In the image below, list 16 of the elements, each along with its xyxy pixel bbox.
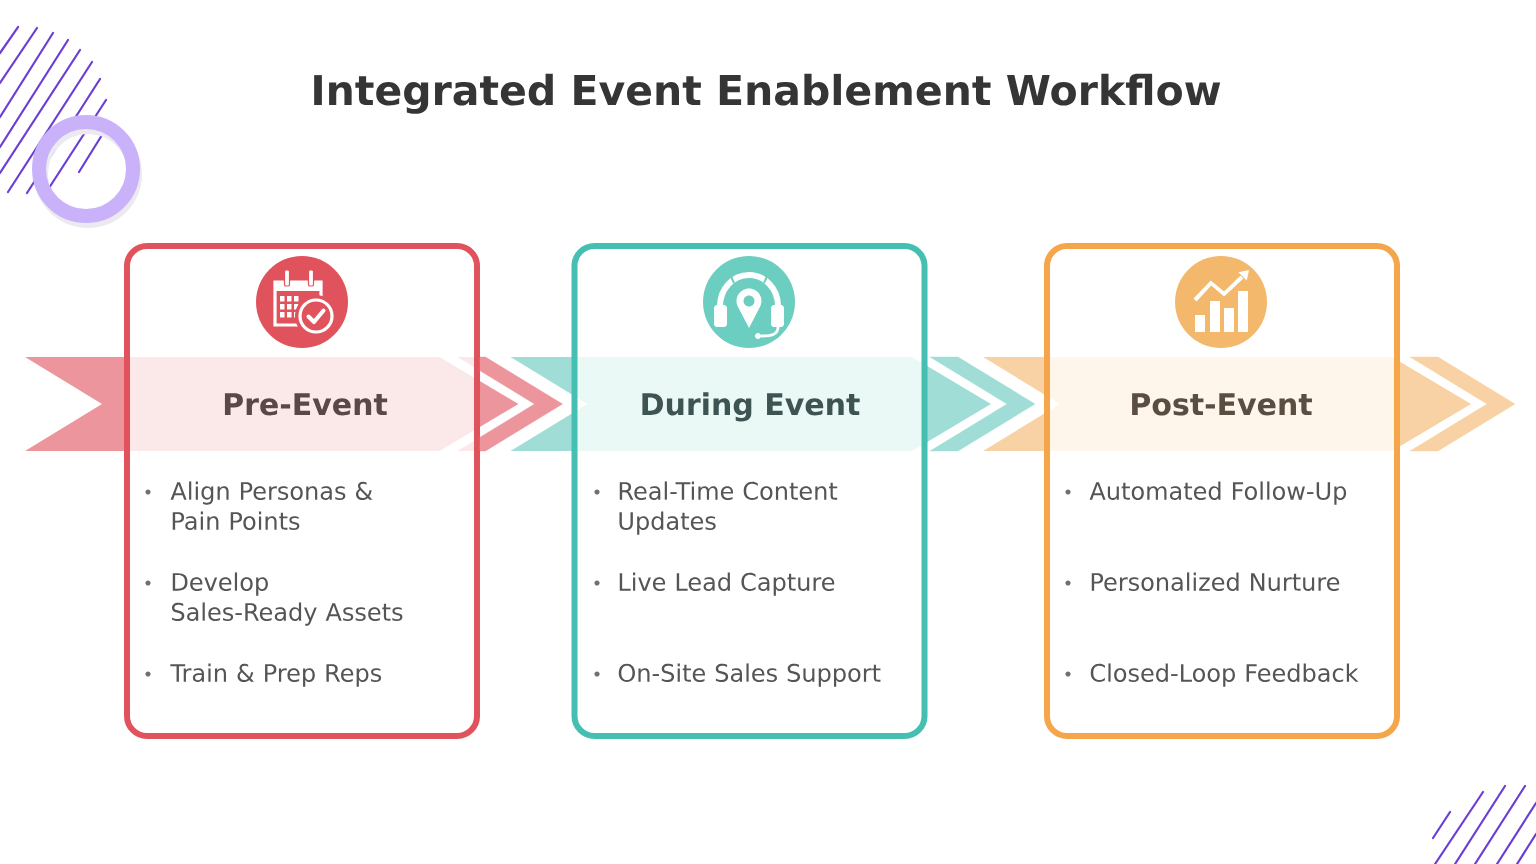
- bullet-text: Real-Time Content Updates: [619, 481, 838, 535]
- bullet-text: Develop Sales-Ready Assets: [172, 572, 403, 626]
- bullet-text: Automated Follow-Up: [1089, 481, 1347, 505]
- bullet-text: Align Personas & Pain Points: [170, 481, 373, 530]
- bullet-text: Live Lead Capture: [619, 572, 835, 596]
- chevron-arrow: [479, 356, 563, 452]
- stage-heading: Pre-Event: [224, 393, 388, 416]
- chevron-arrow: [1409, 356, 1516, 452]
- chevron-arrow: [929, 356, 1036, 452]
- bullet-text: Closed-Loop Feedback: [1090, 663, 1359, 687]
- title: Integrated Event Enablement Workflow: [314, 73, 1221, 114]
- bullet-text: Personalized Nurture: [1091, 572, 1340, 591]
- stage-heading: Post-Event: [1132, 393, 1312, 416]
- stage-heading: During Event: [642, 392, 860, 422]
- bullet-text: Train & Prep Reps: [170, 663, 382, 687]
- bullet-text: On-Site Sales Support: [618, 663, 881, 687]
